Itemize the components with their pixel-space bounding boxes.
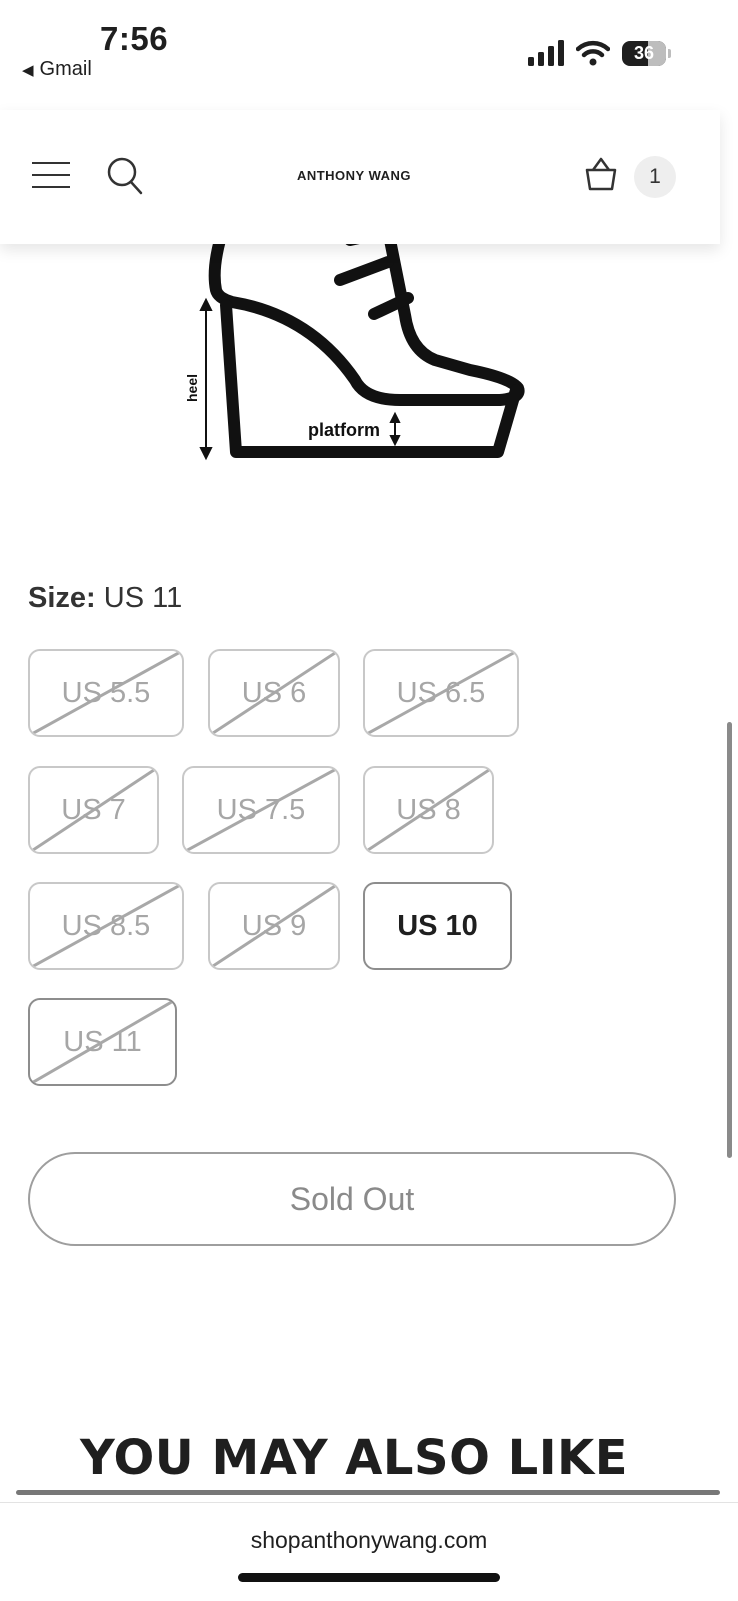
unavailable-strike-icon (210, 884, 338, 968)
size-option-us-8[interactable]: US 8 (363, 766, 494, 854)
menu-icon[interactable] (32, 162, 70, 188)
brand-logo[interactable]: ANTHONY WANG (296, 168, 412, 183)
size-option-us-7-5[interactable]: US 7.5 (182, 766, 340, 854)
back-triangle-icon: ◀ (22, 61, 34, 79)
wifi-icon (576, 40, 610, 66)
back-app-label: Gmail (39, 58, 92, 80)
size-option-us-7[interactable]: US 7 (28, 766, 159, 854)
browser-address-bar[interactable]: shopanthonywang.com (0, 1502, 738, 1601)
unavailable-strike-icon (30, 1000, 175, 1084)
size-option-us-10[interactable]: US 10 (363, 882, 512, 970)
site-header: ANTHONY WANG 1 (0, 110, 720, 244)
sold-out-button[interactable]: Sold Out (28, 1152, 676, 1246)
size-option-us-11[interactable]: US 11 (28, 998, 177, 1086)
section-divider (16, 1490, 720, 1495)
size-option-us-6-5[interactable]: US 6.5 (363, 649, 519, 737)
size-label-prefix: Size: (28, 582, 96, 614)
status-time: 7:56 (100, 20, 169, 57)
unavailable-strike-icon (210, 651, 338, 735)
search-icon[interactable] (106, 156, 144, 196)
size-option-us-9[interactable]: US 9 (208, 882, 340, 970)
unavailable-strike-icon (30, 651, 182, 735)
size-option-label: US 10 (397, 909, 478, 942)
battery-level: 36 (633, 42, 655, 63)
unavailable-strike-icon (365, 768, 492, 852)
status-icons: 36 (528, 40, 671, 66)
battery-icon: 36 (622, 40, 671, 66)
unavailable-strike-icon (30, 768, 157, 852)
unavailable-strike-icon (184, 768, 338, 852)
cart-count-badge[interactable]: 1 (634, 156, 676, 198)
size-option-us-5-5[interactable]: US 5.5 (28, 649, 184, 737)
heel-label: heel (184, 374, 200, 402)
url-text: shopanthonywang.com (250, 1527, 488, 1553)
size-label: Size: US 11 (28, 582, 182, 615)
back-to-app-link[interactable]: ◀ Gmail (22, 58, 92, 81)
unavailable-strike-icon (365, 651, 517, 735)
unavailable-strike-icon (30, 884, 182, 968)
page-scrollbar[interactable] (727, 722, 732, 1158)
heel-size-illustration: heel platform (184, 240, 525, 461)
platform-label: platform (308, 420, 380, 440)
cellular-signal-icon (528, 40, 564, 66)
size-option-us-6[interactable]: US 6 (208, 649, 340, 737)
selected-size-value: US 11 (103, 582, 183, 614)
size-option-us-8-5[interactable]: US 8.5 (28, 882, 184, 970)
section-title-you-may-also-like: YOU MAY ALSO LIKE (79, 1430, 629, 1486)
cart-basket-icon[interactable] (584, 156, 618, 192)
home-indicator[interactable] (238, 1573, 500, 1582)
